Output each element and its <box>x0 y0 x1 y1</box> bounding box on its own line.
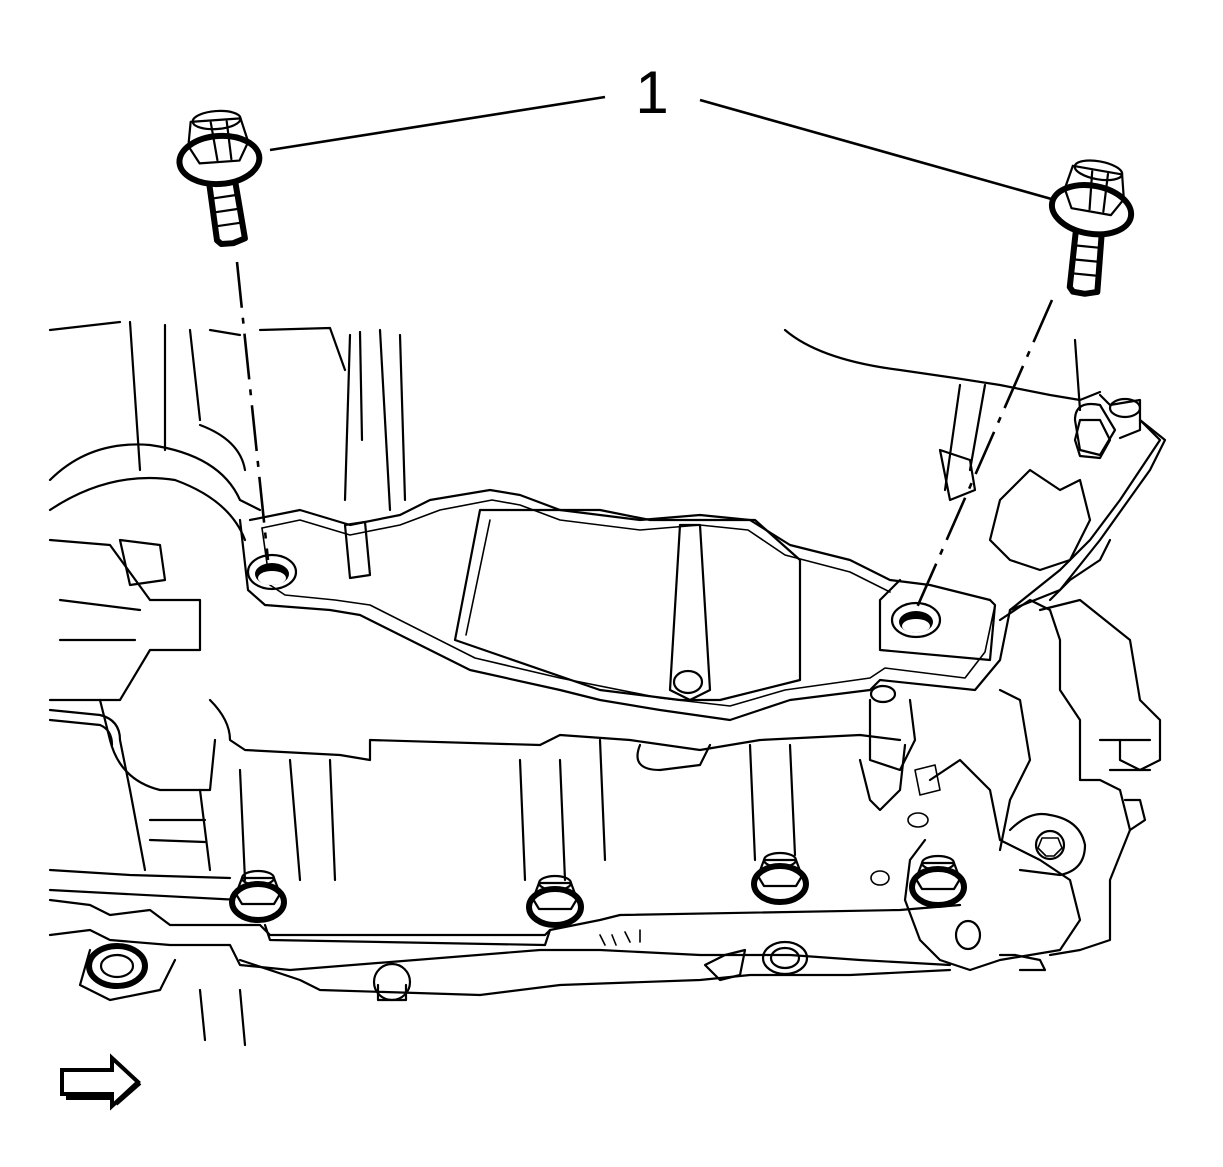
bolt-icon <box>1048 159 1135 297</box>
bolt-right <box>1048 159 1135 297</box>
bolt-holes <box>246 553 942 639</box>
installation-centerlines <box>235 261 1054 613</box>
bolt-left <box>176 109 263 248</box>
bolt-hole-left <box>246 553 298 591</box>
centerline-right <box>913 299 1054 613</box>
front-arrow-icon <box>60 1053 142 1111</box>
callout-1: 1 <box>269 59 1056 202</box>
flange-bolt <box>229 869 287 923</box>
oil-pan <box>48 418 1162 1047</box>
leader-line-right <box>699 98 1056 202</box>
installed-flange-bolts <box>229 851 967 928</box>
flange-bolt <box>751 851 809 905</box>
leader-line-left <box>269 95 606 152</box>
flange-bolt <box>909 854 967 908</box>
bolt-hole-right <box>890 601 942 639</box>
engine-block <box>48 320 1102 872</box>
flange-bolt <box>526 874 584 928</box>
bolt-icon <box>176 109 263 248</box>
transmission-housing <box>868 393 1167 972</box>
callout-label: 1 <box>635 59 668 126</box>
centerline-left <box>235 261 270 561</box>
